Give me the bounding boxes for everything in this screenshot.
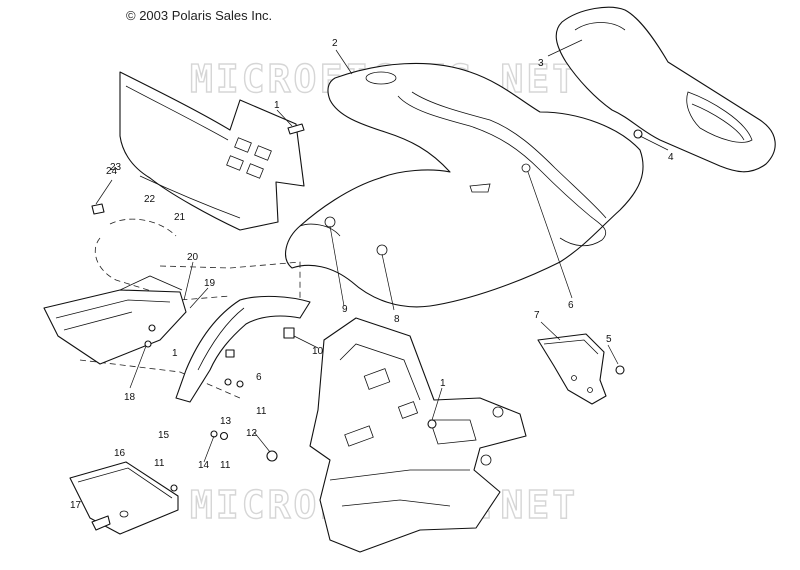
- callout-8: 8: [394, 314, 400, 325]
- callout-6-b: 6: [256, 372, 262, 383]
- callout-18: 18: [124, 392, 136, 403]
- left-panel-part: [119, 71, 305, 231]
- callout-17: 17: [70, 500, 82, 511]
- callout-21: 21: [174, 212, 186, 223]
- callout-10: 10: [312, 346, 324, 357]
- callout-14: 14: [198, 460, 210, 471]
- bracket-part: [537, 333, 607, 405]
- callout-22: 22: [144, 194, 156, 205]
- frame-assembly-part: [309, 317, 527, 553]
- callout-7: 7: [534, 310, 540, 321]
- fasteners: [91, 123, 643, 531]
- callout-11-c: 11: [154, 458, 165, 469]
- fender-flare-part: [175, 295, 311, 403]
- callout-15: 15: [158, 430, 170, 441]
- callout-11-a: 11: [256, 406, 267, 417]
- callout-11-b: 11: [220, 460, 231, 471]
- callout-5: 5: [606, 334, 612, 345]
- callout-24: 24: [106, 166, 118, 177]
- callout-12: 12: [246, 428, 258, 439]
- callout-9: 9: [342, 304, 348, 315]
- callout-23: 23: [110, 162, 122, 173]
- callout-13: 13: [220, 416, 232, 427]
- leader-lines: [95, 39, 669, 463]
- callout-4: 4: [668, 152, 674, 163]
- callout-16: 16: [114, 448, 126, 459]
- callout-6-a: 6: [568, 300, 574, 311]
- copyright-notice: © 2003 Polaris Sales Inc.: [126, 8, 273, 23]
- footrest-part: [43, 275, 187, 365]
- callout-1-a: 1: [274, 100, 280, 111]
- front-cabinet-part: [285, 62, 644, 308]
- callout-1-b: 1: [172, 348, 178, 359]
- callout-20: 20: [187, 252, 199, 263]
- callout-3: 3: [538, 58, 544, 69]
- side-panel-part: [555, 6, 776, 173]
- small-cover-part: [69, 461, 179, 535]
- callout-2: 2: [332, 38, 338, 49]
- callout-1-c: 1: [440, 378, 446, 389]
- callout-19: 19: [204, 278, 216, 289]
